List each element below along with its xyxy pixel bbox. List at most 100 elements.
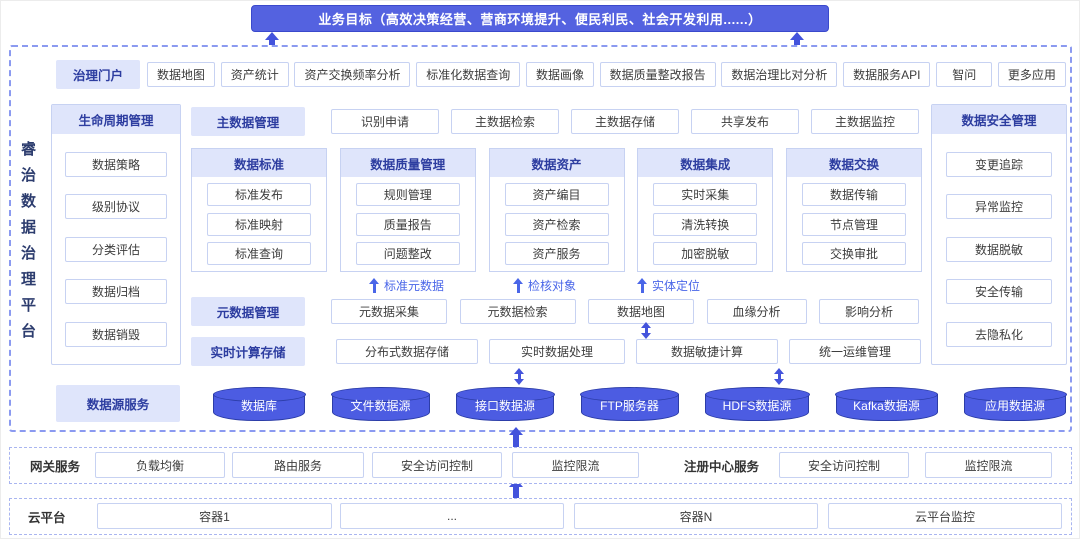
- realtime-items-row: 分布式数据存储 实时数据处理 数据敏捷计算 统一运维管理: [336, 339, 921, 364]
- module-item: 问题整改: [355, 241, 460, 265]
- realtime-item: 统一运维管理: [789, 339, 921, 364]
- module-item: 数据传输: [802, 183, 906, 207]
- double-arrow-icon: [774, 368, 784, 385]
- portal-item: 资产统计: [220, 62, 289, 87]
- flow-label-text: 实体定位: [652, 278, 701, 293]
- metadata-item: 元数据采集: [331, 299, 447, 324]
- database-cylinder-icon: 文件数据源: [331, 387, 430, 421]
- flow-label-text: 检核对象: [528, 278, 577, 293]
- masterdata-item: 识别申请: [331, 109, 439, 134]
- lifecycle-panel: 生命周期管理 数据策略 级别协议 分类评估 数据归档 数据销毁: [51, 104, 181, 365]
- realtime-item: 分布式数据存储: [336, 339, 478, 364]
- metadata-item: 元数据检索: [459, 299, 576, 324]
- datasource-label: 应用数据源: [984, 399, 1045, 413]
- metadata-header: 元数据管理: [191, 297, 305, 326]
- module-panel-standards: 数据标准 标准发布 标准映射 标准查询: [191, 148, 327, 272]
- cloud-item: 云平台监控: [828, 503, 1062, 529]
- registry-title: 注册中心服务: [684, 459, 760, 474]
- security-panel: 数据安全管理 变更追踪 异常监控 数据脱敏 安全传输 去隐私化: [931, 104, 1067, 365]
- datasource-label: HDFS数据源: [722, 399, 792, 413]
- portal-item: 资产交换频率分析: [294, 62, 411, 87]
- module-panel-exchange: 数据交换 数据传输 节点管理 交换审批: [786, 148, 922, 272]
- module-item: 节点管理: [802, 212, 906, 236]
- portal-item: 数据服务API: [843, 62, 931, 87]
- masterdata-item: 共享发布: [691, 109, 799, 134]
- datasource-header: 数据源服务: [56, 385, 180, 422]
- flow-label: 标准元数据: [369, 277, 444, 293]
- module-item: 标准查询: [207, 241, 311, 265]
- lifecycle-item: 分类评估: [65, 236, 167, 262]
- gateway-container: 网关服务 负载均衡 路由服务 安全访问控制 监控限流 注册中心服务 安全访问控制…: [9, 447, 1072, 484]
- module-item: 资产编目: [504, 183, 609, 207]
- masterdata-items-row: 识别申请 主数据检索 主数据存储 共享发布 主数据监控: [331, 109, 919, 134]
- up-arrow-icon: [509, 427, 523, 447]
- registry-item: 安全访问控制: [779, 452, 909, 478]
- registry-item: 监控限流: [925, 452, 1052, 478]
- security-item: 变更追踪: [946, 151, 1052, 177]
- realtime-header: 实时计算存储: [191, 337, 305, 366]
- flow-up-arrow-icon: [637, 277, 647, 293]
- datasource-label: 文件数据源: [350, 399, 411, 413]
- lifecycle-item: 数据策略: [65, 151, 167, 177]
- flow-label: 检核对象: [513, 277, 576, 293]
- database-cylinder-icon: Kafka数据源: [835, 387, 938, 421]
- datasource-row: 数据库 文件数据源 接口数据源 FTP服务器 HDFS数据源 Kafka数据源 …: [212, 387, 1067, 421]
- flow-up-arrow-icon: [369, 277, 379, 293]
- portal-item: 数据质量整改报告: [599, 62, 716, 87]
- security-item: 去隐私化: [946, 321, 1052, 347]
- database-cylinder-icon: HDFS数据源: [704, 387, 810, 421]
- module-item: 加密脱敏: [653, 241, 758, 265]
- metadata-item: 血缘分析: [706, 299, 807, 324]
- double-arrow-icon: [641, 322, 651, 339]
- double-arrow-icon: [514, 368, 524, 385]
- gateway-title: 网关服务: [30, 459, 81, 474]
- masterdata-item: 主数据检索: [451, 109, 559, 134]
- portal-item: 数据地图: [147, 62, 216, 87]
- database-cylinder-icon: FTP服务器: [580, 387, 679, 421]
- cloud-container: 云平台 容器1 ... 容器N 云平台监控: [9, 498, 1072, 535]
- cloud-title: 云平台: [28, 510, 66, 525]
- module-item: 资产服务: [504, 241, 609, 265]
- module-item: 清洗转换: [653, 212, 758, 236]
- portal-item: 智问: [936, 62, 993, 87]
- datasource-label: FTP服务器: [600, 399, 659, 413]
- module-panel-assets: 数据资产 资产编目 资产检索 资产服务: [488, 148, 625, 272]
- portal-header: 治理门户: [56, 60, 140, 89]
- datasource-label: 接口数据源: [474, 399, 535, 413]
- module-item: 实时采集: [653, 183, 758, 207]
- metadata-item: 数据地图: [588, 299, 694, 324]
- database-cylinder-icon: 接口数据源: [455, 387, 555, 421]
- gateway-item: 监控限流: [512, 452, 639, 478]
- lifecycle-title: 生命周期管理: [52, 105, 180, 134]
- platform-title: 睿治数据治理平台: [19, 141, 36, 349]
- portal-item: 更多应用: [997, 62, 1066, 87]
- module-item: 资产检索: [504, 212, 609, 236]
- realtime-item: 数据敏捷计算: [636, 339, 778, 364]
- masterdata-item: 主数据存储: [571, 109, 679, 134]
- module-panel-quality: 数据质量管理 规则管理 质量报告 问题整改: [339, 148, 476, 272]
- module-item: 规则管理: [355, 183, 460, 207]
- security-item: 数据脱敏: [946, 236, 1052, 262]
- security-title: 数据安全管理: [932, 105, 1066, 134]
- flow-up-arrow-icon: [513, 277, 523, 293]
- portal-items-row: 数据地图 资产统计 资产交换频率分析 标准化数据查询 数据画像 数据质量整改报告…: [147, 62, 1066, 87]
- lifecycle-item: 数据归档: [65, 279, 167, 304]
- gateway-item: 路由服务: [232, 452, 364, 478]
- module-item: 标准映射: [207, 212, 311, 236]
- masterdata-header: 主数据管理: [191, 107, 305, 136]
- database-cylinder-icon: 应用数据源: [963, 387, 1067, 421]
- module-title: 数据集成: [638, 149, 773, 177]
- cloud-item: ...: [340, 503, 564, 529]
- datasource-label: Kafka数据源: [853, 399, 920, 413]
- security-item: 异常监控: [946, 194, 1052, 219]
- flow-label-text: 标准元数据: [384, 278, 445, 293]
- module-title: 数据资产: [489, 149, 624, 177]
- module-panels-row: 数据标准 标准发布 标准映射 标准查询 数据质量管理 规则管理 质量报告 问题整…: [191, 148, 922, 272]
- flow-label: 实体定位: [637, 277, 700, 293]
- portal-item: 标准化数据查询: [416, 62, 521, 87]
- realtime-item: 实时数据处理: [489, 339, 625, 364]
- database-cylinder-icon: 数据库: [212, 387, 306, 421]
- gateway-item: 安全访问控制: [372, 452, 502, 478]
- module-item: 质量报告: [355, 212, 460, 236]
